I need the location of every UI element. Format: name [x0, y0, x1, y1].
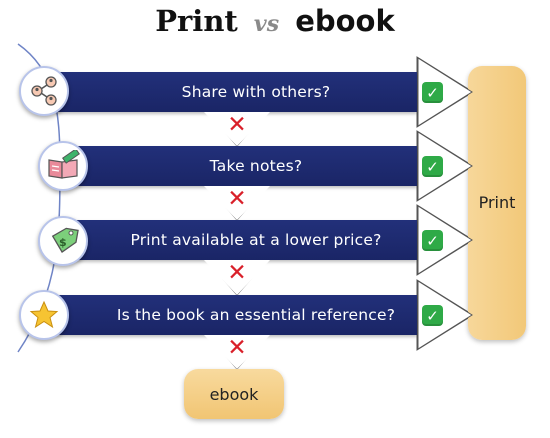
svg-text:$: $ [59, 236, 67, 249]
title-print: Print [155, 4, 238, 38]
question-bar-4: Is the book an essential reference? [55, 295, 417, 335]
share-network-icon [19, 66, 69, 116]
notebook-pen-icon [38, 141, 88, 191]
question-label-2: Take notes? [209, 157, 303, 175]
print-outcome-box [468, 66, 526, 340]
no-cross-4: ✕ [227, 335, 247, 361]
no-cross-2: ✕ [227, 186, 247, 212]
price-tag-icon: $ [38, 216, 88, 266]
print-outcome-label: Print [478, 193, 516, 212]
star-icon [19, 290, 69, 340]
question-bar-2: Take notes? [55, 146, 417, 186]
yes-check-2: ✓ [422, 156, 443, 177]
question-bar-1: Share with others? [55, 72, 417, 112]
question-label-4: Is the book an essential reference? [116, 306, 396, 324]
ebook-outcome-label: ebook [209, 384, 259, 404]
ebook-outcome-box: ebook [184, 369, 284, 419]
yes-check-3: ✓ [422, 230, 443, 251]
yes-check-1: ✓ [422, 82, 443, 103]
no-cross-1: ✕ [227, 112, 247, 138]
question-bar-3: Print available at a lower price? [55, 220, 417, 260]
question-label-1: Share with others? [181, 83, 331, 101]
diagram-title: Print vs ebook [0, 4, 550, 42]
no-cross-3: ✕ [227, 260, 247, 286]
title-vs: vs [253, 11, 280, 37]
question-label-3: Print available at a lower price? [130, 231, 382, 249]
yes-check-4: ✓ [422, 305, 443, 326]
title-ebook: ebook [295, 4, 395, 38]
